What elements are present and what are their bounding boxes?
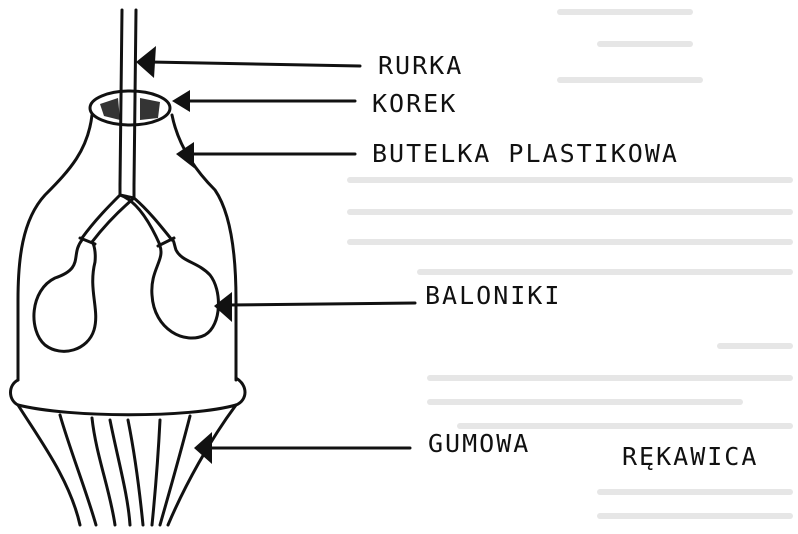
label-butelka-plastikowa: BUTELKA PLASTIKOWA <box>372 139 679 168</box>
y-branch-tubes <box>80 185 174 246</box>
label-korek: KOREK <box>372 89 457 118</box>
label-rurka: RURKA <box>378 51 463 80</box>
arrow-korek <box>172 90 355 112</box>
label-gumowa: GUMOWA <box>428 429 530 458</box>
background-bleed-through <box>350 12 790 516</box>
arrow-baloniki <box>214 292 415 322</box>
arrow-butelka <box>176 142 355 168</box>
balloons-drawing <box>34 240 219 351</box>
arrow-rurka <box>136 46 360 78</box>
arrow-gumowa-rekawica <box>194 432 410 464</box>
label-baloniki: BALONIKI <box>425 281 561 310</box>
label-rekawica: RĘKAWICA <box>622 442 758 471</box>
tube-drawing <box>120 10 136 185</box>
cork-drawing <box>90 91 170 125</box>
